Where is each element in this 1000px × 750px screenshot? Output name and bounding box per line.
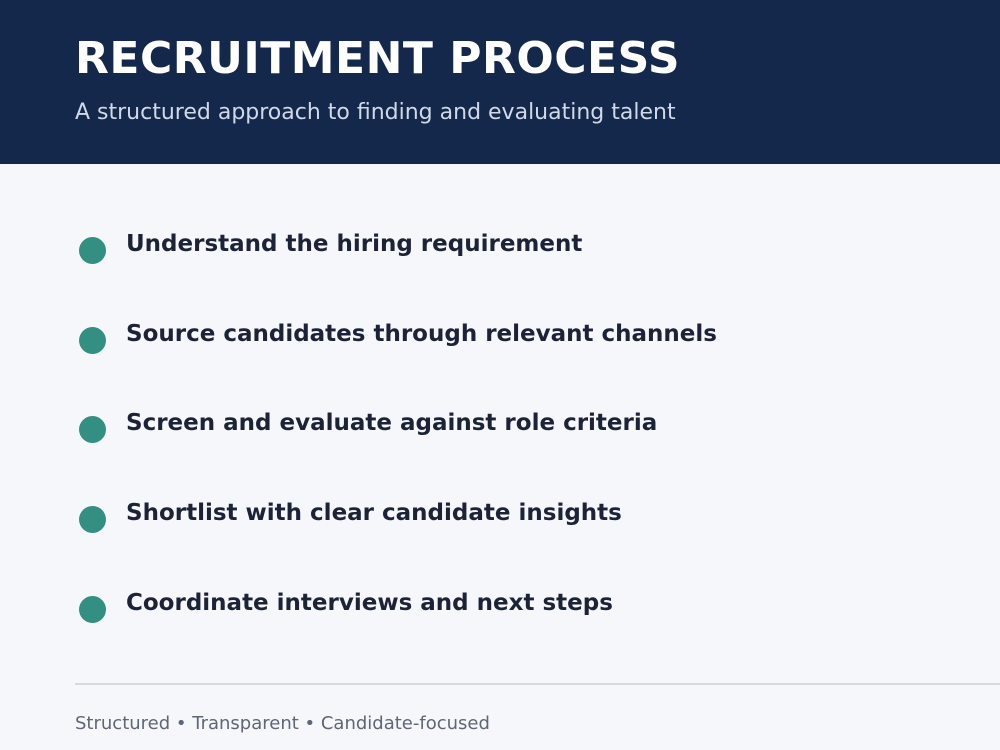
footer-tagline: Structured • Transparent • Candidate-foc… [75, 713, 490, 734]
process-step: Shortlist with clear candidate insights [0, 500, 1000, 546]
process-step: Screen and evaluate against role criteri… [0, 410, 1000, 456]
process-step: Understand the hiring requirement [0, 231, 1000, 277]
bullet-dot-icon [79, 327, 106, 354]
process-step-label: Coordinate interviews and next steps [126, 590, 613, 616]
process-step: Source candidates through relevant chann… [0, 321, 1000, 367]
page-subtitle: A structured approach to finding and eva… [75, 100, 676, 125]
process-step-label: Shortlist with clear candidate insights [126, 500, 622, 526]
footer-divider [75, 683, 1000, 685]
bullet-dot-icon [79, 416, 106, 443]
bullet-dot-icon [79, 596, 106, 623]
page-title: RECRUITMENT PROCESS [75, 33, 681, 84]
process-step: Coordinate interviews and next steps [0, 590, 1000, 636]
bullet-dot-icon [79, 237, 106, 264]
header-banner: RECRUITMENT PROCESS A structured approac… [0, 0, 1000, 164]
bullet-dot-icon [79, 506, 106, 533]
process-step-label: Source candidates through relevant chann… [126, 321, 717, 347]
process-step-label: Understand the hiring requirement [126, 231, 583, 257]
process-step-label: Screen and evaluate against role criteri… [126, 410, 658, 436]
